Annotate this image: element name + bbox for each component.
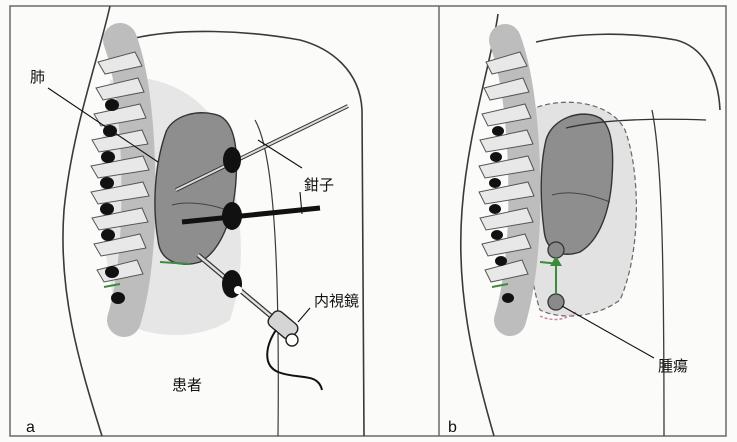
vertebra-mark (101, 229, 115, 241)
vertebra-mark (105, 266, 119, 278)
forceps-label: 鉗子 (304, 176, 334, 194)
vertebra-mark (490, 152, 502, 162)
trocar-upper (223, 147, 241, 173)
trocar-middle (222, 202, 242, 230)
vertebra-mark (491, 230, 503, 240)
vertebra-mark (489, 204, 501, 214)
vertebra-mark (100, 203, 114, 215)
tumor-moved (548, 242, 564, 258)
vertebra-mark (100, 177, 114, 189)
vertebra-mark (502, 293, 514, 303)
panel-a-label: a (26, 419, 35, 436)
vertebra-mark (489, 178, 501, 188)
vertebra-mark (101, 151, 115, 163)
trocar-lower-hole (234, 286, 242, 294)
vertebra-mark (105, 99, 119, 111)
vertebra-mark (492, 126, 504, 136)
tumor-label: 腫瘍 (658, 357, 688, 375)
vertebra-mark (495, 256, 507, 266)
lung-label: 肺 (30, 68, 45, 86)
tumor-original (548, 294, 564, 310)
panel-b-label: b (448, 419, 457, 436)
vertebra-mark (111, 292, 125, 304)
patient-label: 患者 (172, 376, 202, 394)
camera-eyepiece (286, 334, 298, 346)
endoscope-label: 内視鏡 (314, 292, 359, 310)
